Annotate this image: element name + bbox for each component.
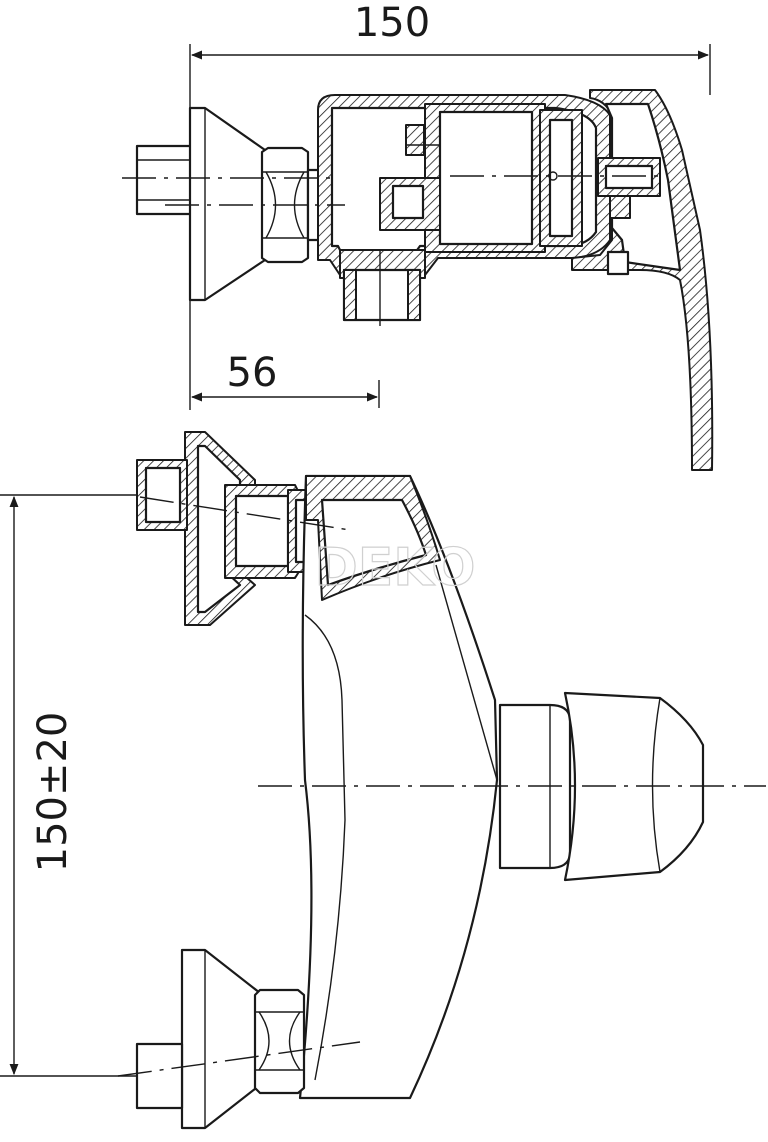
outlet-top [339, 249, 426, 326]
dimension-150-20-label: 150±20 [30, 712, 76, 873]
mixer-body-section [317, 94, 611, 276]
mixer-body-side [298, 474, 499, 1100]
side-view: 150±20 DEKO [0, 431, 766, 1130]
dimension-56: 56 [190, 350, 380, 408]
dimension-150-20: 150±20 [0, 494, 140, 1077]
lever-handle-side [498, 691, 705, 882]
inlet-pipe-top [135, 144, 194, 216]
dimension-56-label: 56 [227, 350, 278, 396]
upper-inlet-side [136, 431, 319, 626]
centerline-side-upper [139, 496, 351, 531]
top-section-view: 150 56 [122, 0, 714, 471]
lever-handle-top [571, 89, 714, 471]
lower-inlet-side [135, 948, 306, 1130]
watermark: DEKO [315, 538, 476, 598]
dimension-150-label: 150 [354, 0, 430, 46]
escutcheon-top [188, 106, 267, 302]
dimension-150: 150 [189, 0, 711, 410]
centerline-side-lower [117, 1041, 361, 1077]
